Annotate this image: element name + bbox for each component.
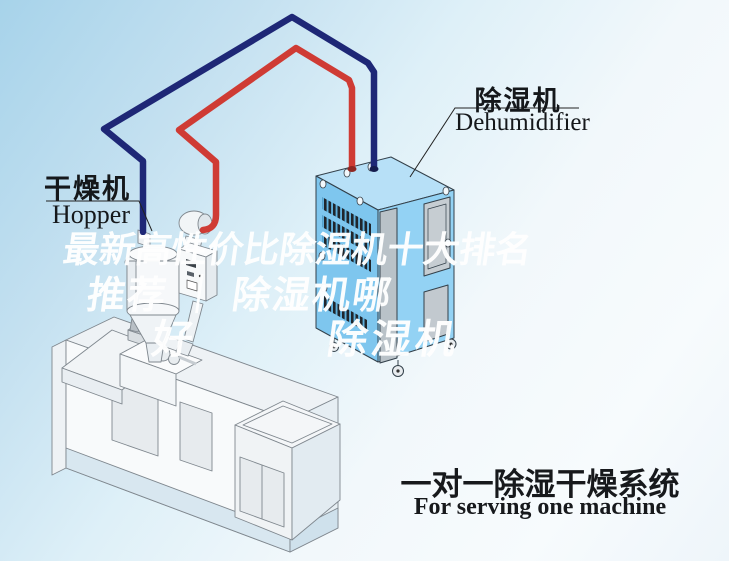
leader-lines bbox=[46, 107, 579, 232]
hoses bbox=[100, 13, 379, 236]
eyelet-holes bbox=[318, 162, 452, 293]
vent-louvers bbox=[322, 197, 371, 332]
dehumidifier-machine bbox=[315, 156, 457, 377]
hopper-dryer-machine bbox=[51, 210, 341, 553]
supply-air-hose-blue bbox=[100, 13, 378, 236]
dehumidifier-label-cn: 除湿机 bbox=[474, 86, 562, 116]
caption-subtitle-en: For serving one machine bbox=[413, 494, 667, 520]
caption-title-cn: 一对一除湿干燥系统 bbox=[400, 467, 680, 502]
hopper-label-en: Hopper bbox=[52, 200, 130, 229]
return-air-hose-red bbox=[175, 44, 356, 234]
watermark-line3-left: 好 bbox=[149, 318, 196, 362]
hopper-label-cn: 干燥机 bbox=[44, 174, 131, 204]
watermark-line3-right: 除湿机 bbox=[324, 318, 463, 362]
dehumidifier-label-en: Dehumidifier bbox=[455, 109, 590, 136]
